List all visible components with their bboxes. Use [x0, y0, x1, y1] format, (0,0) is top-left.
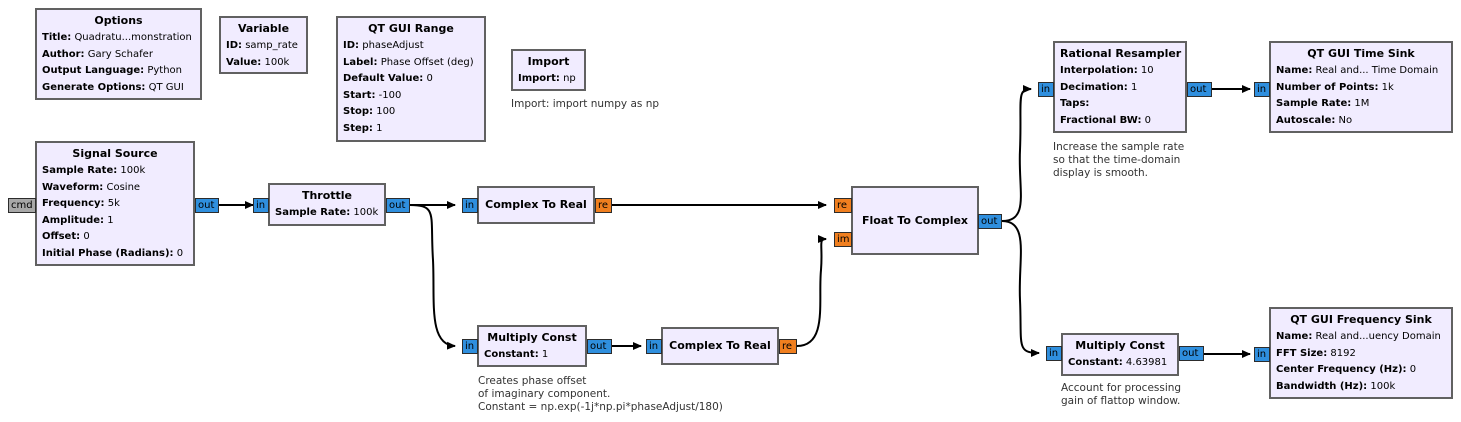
- wire-f2c-to-resampler: [1001, 85, 1032, 222]
- f2c-re-port[interactable]: re: [834, 198, 852, 213]
- wire-f2c-to-mult-const-2: [1001, 220, 1040, 357]
- f2c-out-port[interactable]: out: [978, 214, 1002, 229]
- block-title: Import: [527, 55, 570, 68]
- param-row: Offset: 0: [42, 231, 90, 242]
- signal-source-out-port[interactable]: out: [195, 198, 219, 213]
- block-title: Float To Complex: [861, 214, 969, 227]
- block-title: Throttle: [301, 189, 353, 202]
- block-title: Multiply Const: [487, 331, 577, 344]
- param-row: Constant: 1: [484, 349, 549, 360]
- param-row: Default Value: 0: [343, 73, 433, 84]
- c2r-top-re-port[interactable]: re: [595, 198, 612, 213]
- mult-const-2-out-port[interactable]: out: [1179, 346, 1204, 361]
- block-title: QT GUI Time Sink: [1307, 47, 1415, 60]
- param-row: Sample Rate: 1M: [1276, 98, 1370, 109]
- complex-to-real-bottom-block[interactable]: Complex To Real: [661, 327, 779, 365]
- options-block[interactable]: Options Title: Quadratu...monstration Au…: [35, 8, 202, 100]
- import-comment: Import: import numpy as np: [511, 98, 660, 110]
- block-title: Rational Resampler: [1060, 47, 1182, 60]
- freq-sink-in-port[interactable]: in: [1254, 347, 1270, 362]
- param-row: Waveform: Cosine: [42, 181, 141, 193]
- param-row: Bandwidth (Hz): 100k: [1276, 380, 1396, 392]
- param-row: Name: Real and... Time Domain: [1276, 65, 1439, 76]
- param-row: Initial Phase (Radians): 0: [42, 247, 184, 259]
- block-title: Complex To Real: [485, 198, 587, 211]
- throttle-block[interactable]: Throttle Sample Rate: 100k: [268, 183, 386, 226]
- param-row: ID: phaseAdjust: [343, 40, 424, 51]
- time-sink-in-port[interactable]: in: [1254, 82, 1270, 97]
- throttle-out-port[interactable]: out: [386, 198, 410, 213]
- c2r-bottom-in-port[interactable]: in: [646, 339, 662, 354]
- block-title: Complex To Real: [669, 339, 771, 352]
- param-row: ID: samp_rate: [226, 40, 298, 51]
- multiply-const-2-block[interactable]: Multiply Const Constant: 4.63981: [1061, 333, 1179, 376]
- qt-gui-time-sink-block[interactable]: QT GUI Time Sink Name: Real and... Time …: [1269, 41, 1453, 133]
- variable-block[interactable]: Variable ID: samp_rate Value: 100k: [219, 16, 308, 74]
- param-row: Fractional BW: 0: [1060, 114, 1152, 126]
- c2r-bottom-re-port[interactable]: re: [779, 339, 797, 354]
- param-row: Sample Rate: 100k: [275, 207, 379, 218]
- param-row: Step: 1: [343, 122, 383, 134]
- complex-to-real-top-block[interactable]: Complex To Real: [477, 186, 595, 224]
- resampler-in-port[interactable]: in: [1038, 82, 1054, 97]
- wire-c2r-bottom-to-f2c-im: [796, 235, 827, 347]
- block-title: QT GUI Range: [368, 22, 454, 35]
- qt-gui-frequency-sink-block[interactable]: QT GUI Frequency Sink Name: Real and...u…: [1269, 307, 1453, 399]
- param-row: Center Frequency (Hz): 0: [1276, 364, 1417, 375]
- block-title: Multiply Const: [1075, 339, 1165, 352]
- param-row: Import: np: [518, 73, 576, 84]
- signal-source-block[interactable]: Signal Source Sample Rate: 100k Waveform…: [35, 141, 195, 266]
- param-row: Frequency: 5k: [42, 198, 120, 209]
- param-row: Output Language: Python: [42, 65, 183, 76]
- param-row: Start: -100: [343, 89, 402, 101]
- param-row: Title: Quadratu...monstration: [42, 32, 192, 43]
- param-row: Autoscale: No: [1276, 114, 1353, 126]
- multiply-const-1-block[interactable]: Multiply Const Constant: 1: [477, 325, 587, 367]
- mult-const-1-in-port[interactable]: in: [462, 339, 478, 354]
- mult-const-2-comment: Account for processing gain of flattop w…: [1061, 382, 1182, 407]
- mult-const-2-in-port[interactable]: in: [1046, 346, 1062, 361]
- param-row: Author: Gary Schafer: [42, 48, 153, 60]
- param-row: Taps:: [1060, 98, 1090, 109]
- param-row: Name: Real and...uency Domain: [1276, 331, 1441, 342]
- block-title: Options: [94, 14, 143, 27]
- block-title: Variable: [237, 22, 290, 35]
- wire-throttle-to-mult-const-1: [409, 204, 456, 350]
- param-row: Interpolation: 10: [1060, 65, 1154, 76]
- param-row: Amplitude: 1: [42, 214, 114, 226]
- param-row: Constant: 4.63981: [1068, 357, 1168, 368]
- mult-const-1-out-port[interactable]: out: [587, 339, 612, 354]
- mult-const-1-comment: Creates phase offset of imaginary compon…: [478, 375, 723, 413]
- param-row: Sample Rate: 100k: [42, 165, 146, 176]
- param-row: Decimation: 1: [1060, 81, 1138, 93]
- param-row: Stop: 100: [343, 106, 396, 117]
- signal-source-cmd-port[interactable]: cmd: [8, 198, 36, 213]
- param-row: Value: 100k: [226, 56, 290, 68]
- resampler-out-port[interactable]: out: [1187, 82, 1212, 97]
- f2c-im-port[interactable]: im: [834, 232, 852, 247]
- import-block[interactable]: Import Import: np: [511, 49, 586, 91]
- qt-gui-range-block[interactable]: QT GUI Range ID: phaseAdjust Label: Phas…: [336, 16, 486, 142]
- param-row: Number of Points: 1k: [1276, 81, 1394, 93]
- throttle-in-port[interactable]: in: [253, 198, 269, 213]
- param-row: FFT Size: 8192: [1276, 347, 1356, 359]
- rational-resampler-block[interactable]: Rational Resampler Interpolation: 10 Dec…: [1053, 41, 1187, 133]
- block-title: Signal Source: [72, 147, 158, 160]
- c2r-top-in-port[interactable]: in: [462, 198, 478, 213]
- block-title: QT GUI Frequency Sink: [1290, 313, 1432, 326]
- param-row: Generate Options: QT GUI: [42, 81, 184, 93]
- param-row: Label: Phase Offset (deg): [343, 56, 474, 68]
- resampler-comment: Increase the sample rate so that the tim…: [1053, 141, 1185, 179]
- float-to-complex-block[interactable]: Float To Complex: [851, 186, 979, 255]
